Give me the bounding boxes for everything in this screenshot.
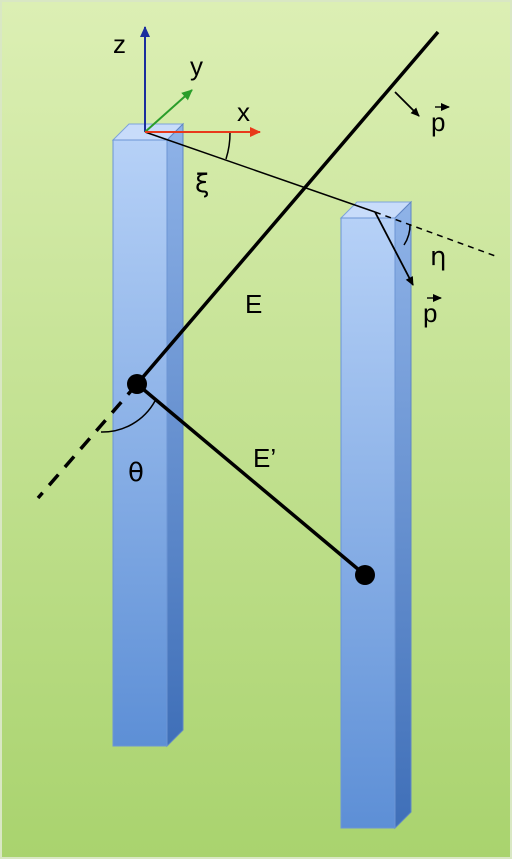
interaction-point-2 <box>355 565 375 585</box>
xi-label: ξ <box>195 169 210 199</box>
momentum-vector-top <box>394 91 420 117</box>
y-axis-label: y <box>190 51 203 81</box>
theta-label: θ <box>128 458 144 488</box>
momentum-label-top: p <box>431 103 450 137</box>
left-scintillator-bar <box>111 122 185 748</box>
origin-to-bar-line <box>144 131 376 213</box>
right-scintillator-bar <box>339 200 413 830</box>
z-axis-label: z <box>113 29 126 59</box>
coordinate-axes <box>140 26 261 137</box>
x-axis-label: x <box>237 97 250 127</box>
energy-incoming-label: E <box>245 289 262 319</box>
eta-angle-arc <box>403 223 411 246</box>
theta-angle-arc <box>100 400 156 433</box>
momentum-right-text: p <box>423 298 437 328</box>
momentum-top-text: p <box>431 107 445 137</box>
momentum-vector-right <box>374 211 414 286</box>
eta-label: η <box>430 242 446 272</box>
energy-scattered-label: E’ <box>253 443 276 473</box>
y-axis-arrow <box>144 89 193 133</box>
interaction-point-1 <box>127 374 147 394</box>
incoming-track-line <box>135 30 440 386</box>
momentum-label-right: p <box>423 294 442 328</box>
scattered-track-line <box>135 382 367 577</box>
incoming-track-extension-dashed <box>36 382 139 500</box>
